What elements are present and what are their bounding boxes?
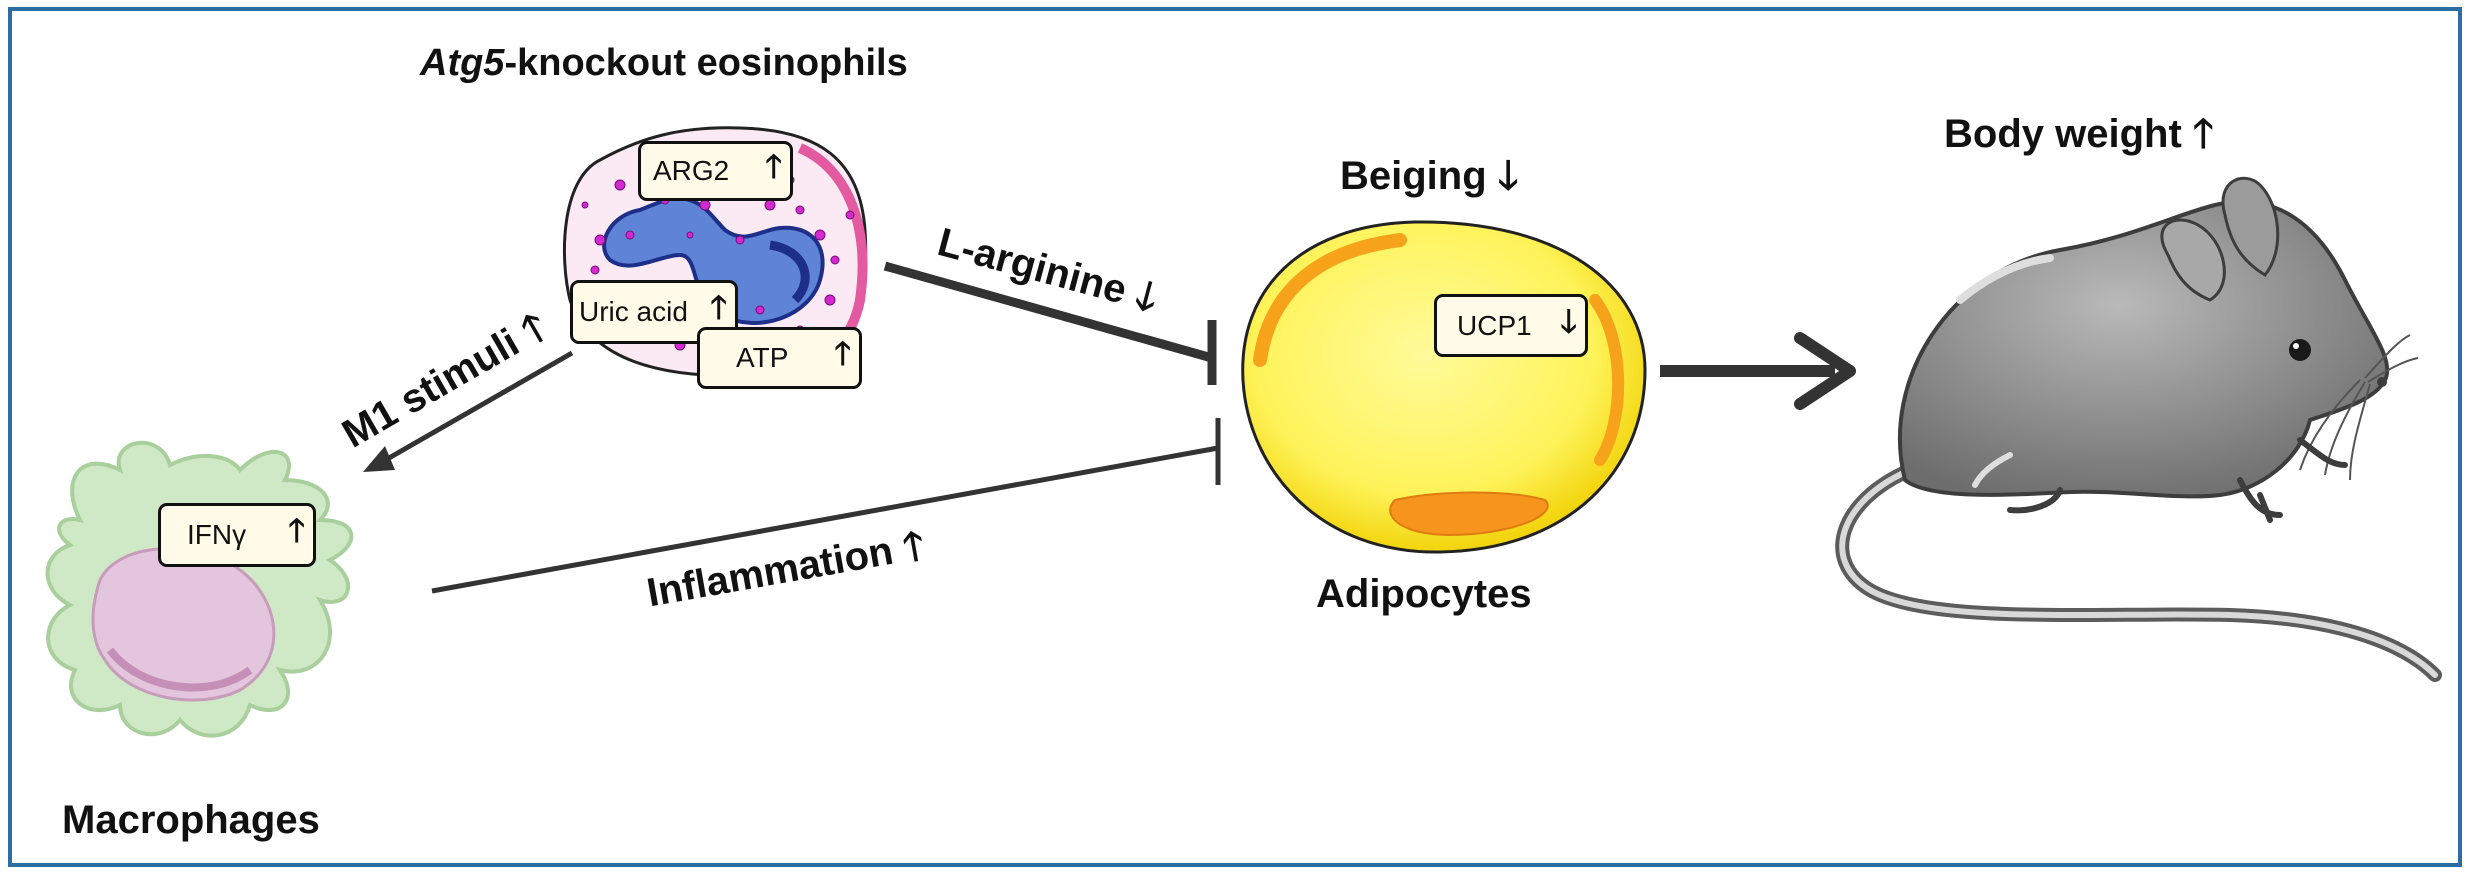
arg2-up-arrow-icon: 🡑 [765, 148, 782, 184]
body-weight-label: Body weight 🡑 [1944, 114, 2214, 154]
ucp1-down-arrow-icon: 🡓 [1560, 302, 1577, 339]
atp-box: ATP 🡑 [697, 327, 862, 389]
mouse-illustration [1835, 176, 2442, 682]
atp-text: ATP [736, 342, 789, 373]
ucp1-box: UCP1 🡓 [1434, 294, 1588, 357]
beiging-text: Beiging [1340, 154, 1487, 198]
frame-border [8, 7, 2462, 867]
uric-acid-text: Uric acid [579, 296, 688, 327]
eosinophil-title: Atg5-knockout eosinophils [420, 44, 908, 82]
eosinophil-title-rest: -knockout eosinophils [504, 42, 908, 84]
ifng-box: IFNγ 🡑 [158, 503, 316, 567]
atp-up-arrow-icon: 🡑 [834, 335, 851, 371]
macrophage-cell [45, 440, 354, 738]
m1-stimuli-arrow-head [363, 446, 395, 472]
uric-acid-up-arrow-icon: 🡑 [710, 289, 727, 325]
macrophages-label: Macrophages [62, 798, 320, 842]
beiging-down-arrow-icon: 🡓 [1497, 154, 1519, 198]
body-weight-text: Body weight [1944, 112, 2182, 156]
eosinophil-title-gene: Atg5 [420, 42, 505, 84]
body-weight-arrow-head [1794, 332, 1856, 410]
m1-stimuli-arrow-line [380, 350, 574, 465]
beiging-label: Beiging 🡓 [1340, 156, 1519, 196]
body-weight-up-arrow-icon: 🡑 [2192, 112, 2214, 156]
adipocytes-label: Adipocytes [1316, 572, 1532, 616]
ucp1-text: UCP1 [1457, 309, 1532, 341]
ifng-text: IFNγ [187, 519, 247, 550]
inflammation-inhibition-line [431, 445, 1219, 594]
adipocyte-cell [1241, 220, 1647, 554]
arg2-box: ARG2 🡑 [638, 141, 793, 201]
ifng-up-arrow-icon: 🡑 [288, 512, 305, 548]
arg2-text: ARG2 [653, 155, 730, 186]
l-arginine-inhibition-line [883, 261, 1214, 363]
